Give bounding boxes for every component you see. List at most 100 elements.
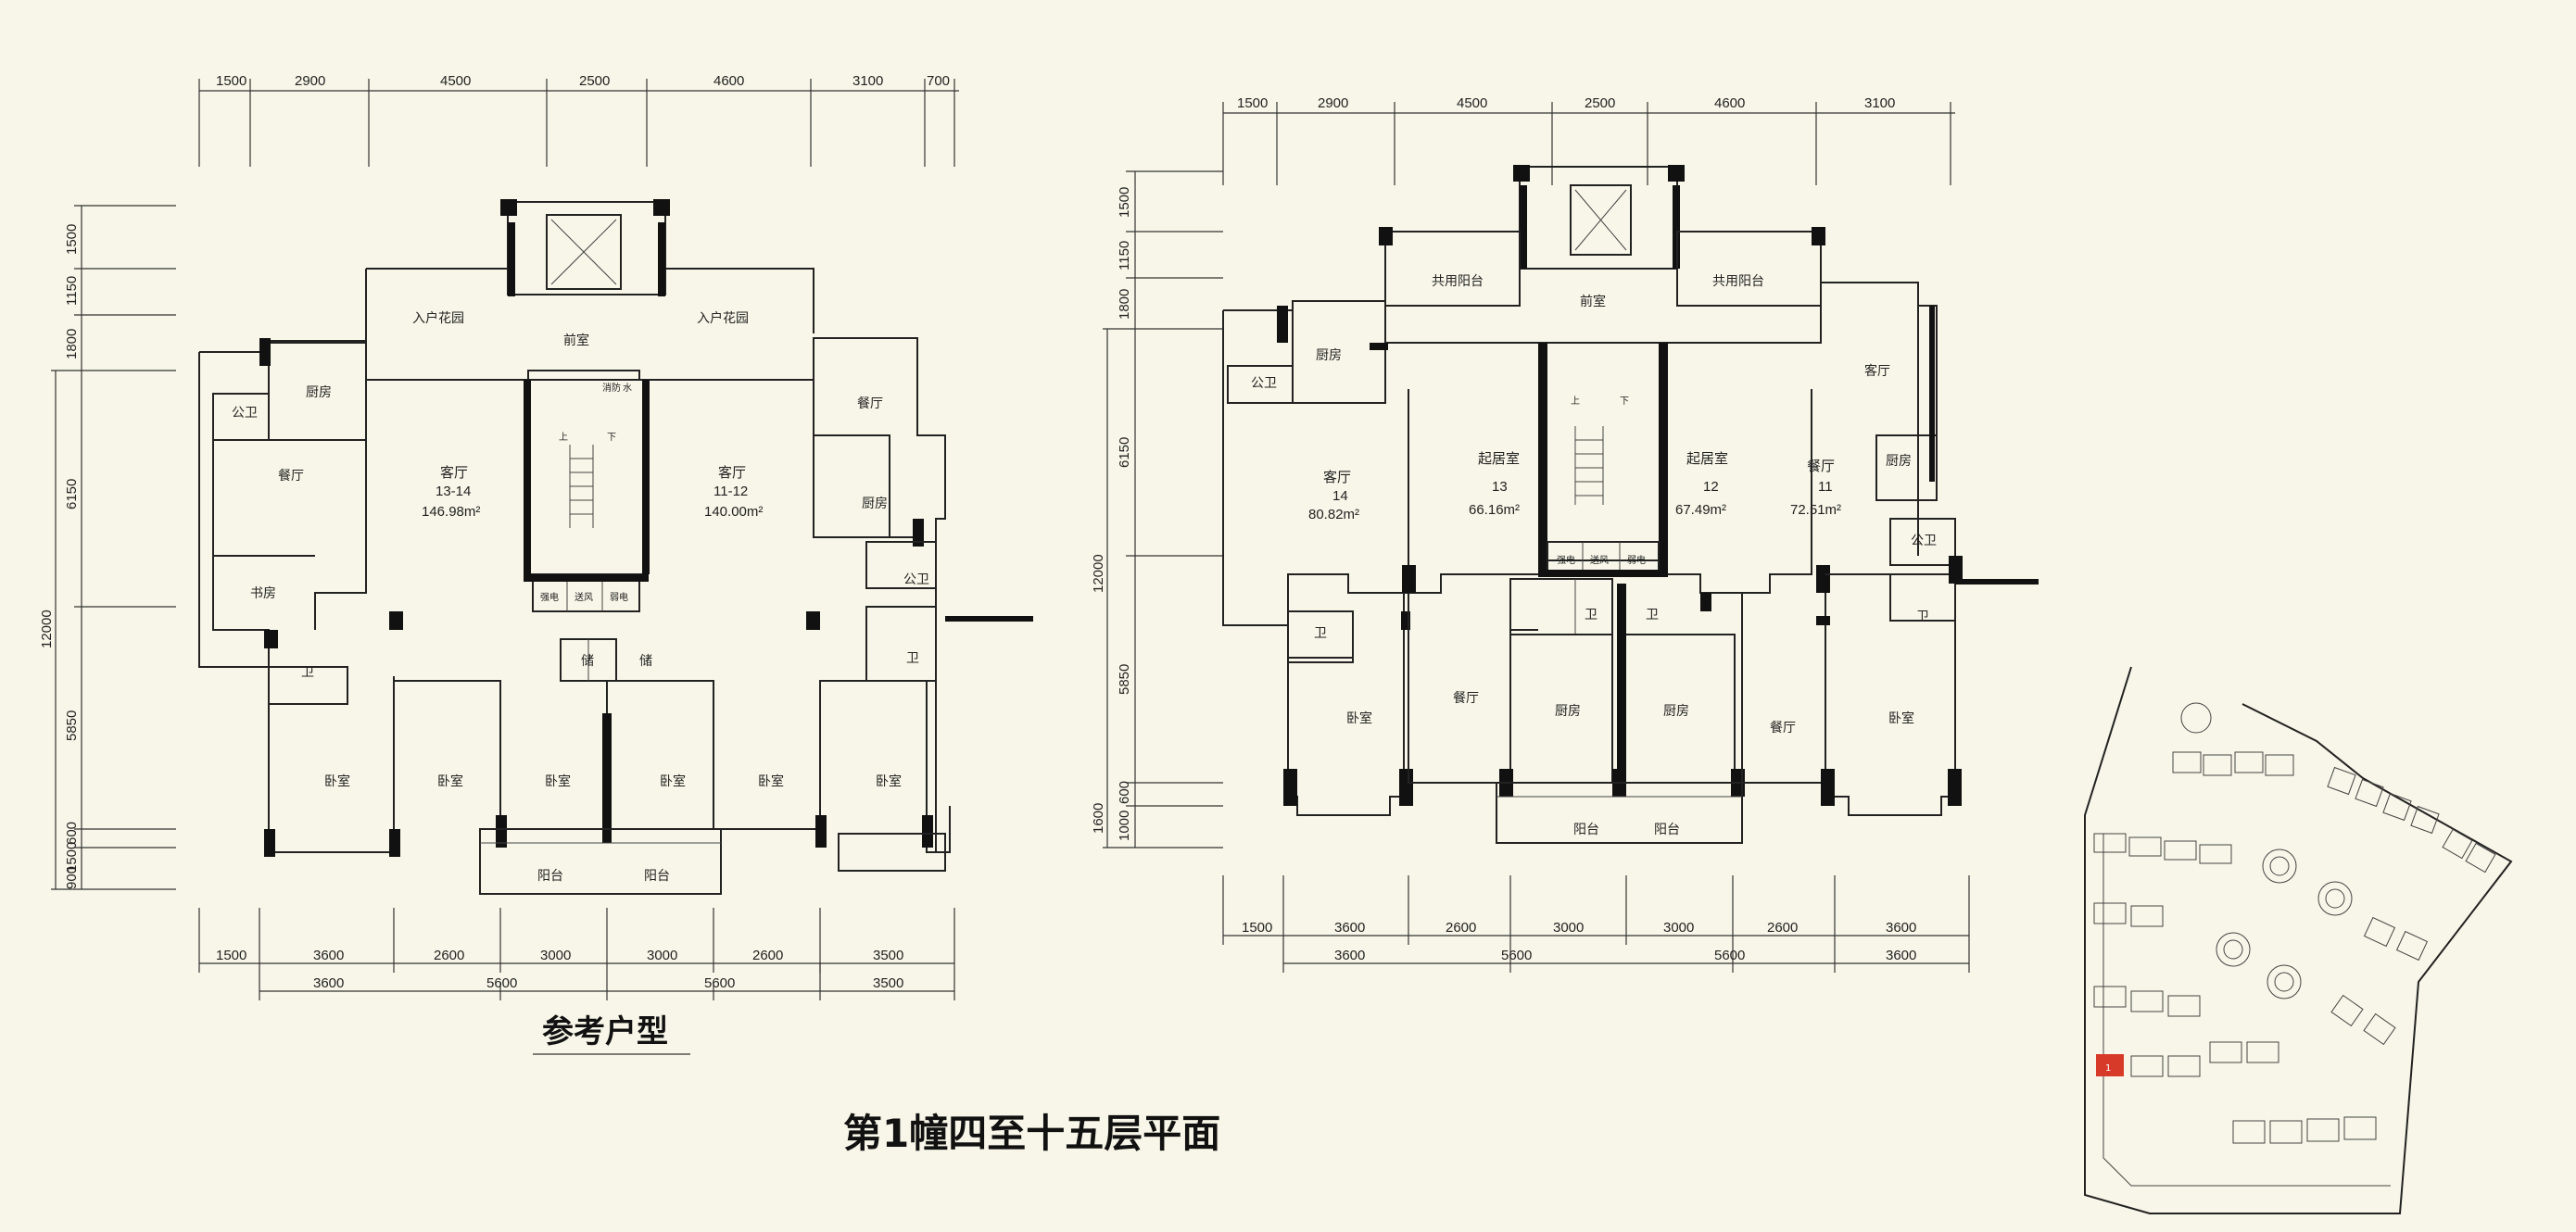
right-stair-down: 下 <box>1620 396 1629 407</box>
left-bottom-dimensions: 1500 3600 2600 3000 3000 2600 3500 3600 … <box>198 908 955 1000</box>
left-side-dimensions: 1500 1150 1800 6150 5850 1500 900 600 12… <box>39 205 176 890</box>
left-kitchen-left: 厨房 <box>306 385 332 400</box>
site-highlight-label: 1 <box>2105 1063 2111 1074</box>
left-bedroom-5: 卧室 <box>758 773 784 789</box>
left-living-left-num: 13-14 <box>436 484 471 499</box>
right-bot-dim-1: 1500 <box>1242 920 1272 936</box>
right-kitchen-right-top: 厨房 <box>1886 454 1912 469</box>
right-vdim-8: 1600 <box>1091 803 1106 834</box>
left-top-dim-5: 4600 <box>713 73 744 89</box>
right-bedroom-left: 卧室 <box>1346 710 1372 726</box>
left-floor-plan: 1500 2900 4500 2500 4600 3100 700 1500 1… <box>39 73 1033 1055</box>
right-stair-up: 上 <box>1571 396 1580 407</box>
right-vdim-3: 1800 <box>1117 289 1132 320</box>
left-public-wc-left: 公卫 <box>232 406 258 421</box>
left-dining-right: 餐厅 <box>857 396 883 411</box>
right-living-11-num: 11 <box>1818 479 1833 495</box>
site-buildings <box>2093 751 2496 1144</box>
left-bot2-dim-4: 3500 <box>873 975 903 991</box>
left-wc-left: 卫 <box>301 665 314 680</box>
right-bot-dim-3: 2600 <box>1446 920 1476 936</box>
left-bot-dim-6: 2600 <box>752 948 783 963</box>
left-entry-garden-right: 入户花园 <box>697 310 749 326</box>
right-balcony-right: 阳台 <box>1654 823 1680 837</box>
left-vdim-2: 1150 <box>64 276 80 306</box>
left-shaft-fire: 消防 <box>602 382 621 394</box>
right-side-dimensions: 1500 1150 1800 6150 5850 1000 600 1600 1… <box>1091 170 1223 849</box>
right-top-dim-1: 1500 <box>1237 95 1268 111</box>
left-public-wc-right: 公卫 <box>903 572 929 587</box>
left-entry-garden-left: 入户花园 <box>412 310 464 326</box>
right-bottom-dimensions: 1500 3600 2600 3000 3000 2600 3600 3600 … <box>1222 875 1970 973</box>
right-vdim-1: 1500 <box>1117 187 1132 218</box>
left-top-dim-6: 3100 <box>852 73 883 89</box>
left-stair-down: 下 <box>607 433 616 443</box>
left-balcony-left: 阳台 <box>537 869 563 884</box>
left-storage-right: 储 <box>639 654 652 669</box>
left-bot2-dim-2: 5600 <box>486 975 517 991</box>
right-bot-dim-4: 3000 <box>1553 920 1584 936</box>
left-top-dim-3: 4500 <box>440 73 471 89</box>
left-bedroom-6: 卧室 <box>876 773 902 789</box>
left-top-dimensions: 1500 2900 4500 2500 4600 3100 700 <box>198 73 959 167</box>
right-shaft-weak: 弱电 <box>1627 554 1646 566</box>
right-plan-room-labels: 共用阳台 共用阳台 前室 厨房 公卫 客厅 14 80.82m² 起居室 13 … <box>1251 274 1937 837</box>
right-balcony-left: 阳台 <box>1573 823 1599 837</box>
left-wc-right: 卫 <box>906 651 919 666</box>
right-wc-b: 卫 <box>1585 608 1597 622</box>
left-vdim-3: 1800 <box>64 329 80 359</box>
left-bedroom-1: 卧室 <box>324 773 350 789</box>
left-living-left-area: 146.98m² <box>422 504 480 520</box>
right-shared-balcony-left: 共用阳台 <box>1432 274 1484 289</box>
right-living-12-num: 12 <box>1703 479 1719 495</box>
left-bedroom-3: 卧室 <box>545 773 571 789</box>
left-shaft-air: 送风 <box>575 591 593 603</box>
right-living-14-num: 14 <box>1332 488 1348 504</box>
right-plan-walls <box>1222 165 2039 844</box>
right-bot-dim-6: 2600 <box>1767 920 1798 936</box>
right-bot2-dim-3: 5600 <box>1714 948 1745 963</box>
right-kitchen-left: 厨房 <box>1316 348 1342 363</box>
right-vdim-total: 12000 <box>1091 554 1106 593</box>
right-living-14-area: 80.82m² <box>1308 507 1359 522</box>
right-wc-c: 卫 <box>1646 608 1659 622</box>
left-bot-dim-5: 3000 <box>647 948 677 963</box>
left-balcony-right: 阳台 <box>644 869 670 884</box>
drawing-title: 第1幢四至十五层平面 <box>843 1111 1220 1156</box>
right-dining-11: 餐厅 <box>1807 458 1835 474</box>
left-vdim-total: 12000 <box>39 610 55 648</box>
right-bot2-dim-1: 3600 <box>1334 948 1365 963</box>
right-public-wc-right: 公卫 <box>1911 534 1937 548</box>
right-bot2-dim-4: 3600 <box>1886 948 1916 963</box>
left-kitchen-right: 厨房 <box>862 497 888 511</box>
right-bot-dim-7: 3600 <box>1886 920 1916 936</box>
left-shaft-strong: 强电 <box>540 591 559 603</box>
left-shaft-water: 水 <box>623 383 632 394</box>
left-lobby: 前室 <box>563 333 589 348</box>
right-public-wc-left: 公卫 <box>1251 376 1277 391</box>
right-top-dim-3: 4500 <box>1457 95 1487 111</box>
right-living-12-area: 67.49m² <box>1675 502 1726 518</box>
right-wc-d: 卫 <box>1916 610 1929 624</box>
right-kitchen-mid-right: 厨房 <box>1663 704 1689 719</box>
left-storage-left: 储 <box>581 654 594 669</box>
right-living-13-num: 13 <box>1492 479 1508 495</box>
right-dining-left: 餐厅 <box>1453 691 1479 706</box>
right-lobby: 前室 <box>1580 294 1606 309</box>
left-bot-dim-1: 1500 <box>216 948 246 963</box>
left-vdim-8: 600 <box>64 822 80 845</box>
left-top-dim-7: 700 <box>927 73 950 89</box>
left-vdim-6: 1500 <box>64 842 80 873</box>
left-living-right: 客厅 <box>718 464 746 481</box>
left-bedroom-4: 卧室 <box>660 773 686 789</box>
left-bot-dim-3: 2600 <box>434 948 464 963</box>
left-shaft-weak: 弱电 <box>610 591 628 603</box>
right-living-14: 客厅 <box>1323 469 1351 485</box>
right-vdim-2: 1150 <box>1117 241 1132 270</box>
site-highlight-building-1 <box>2096 1054 2124 1076</box>
right-vdim-4: 6150 <box>1117 437 1132 468</box>
right-floor-plan: 1500 2900 4500 2500 4600 3100 1500 1150 … <box>1091 95 2039 973</box>
right-living-12: 起居室 <box>1686 450 1728 467</box>
left-plan-walls <box>198 199 1033 895</box>
